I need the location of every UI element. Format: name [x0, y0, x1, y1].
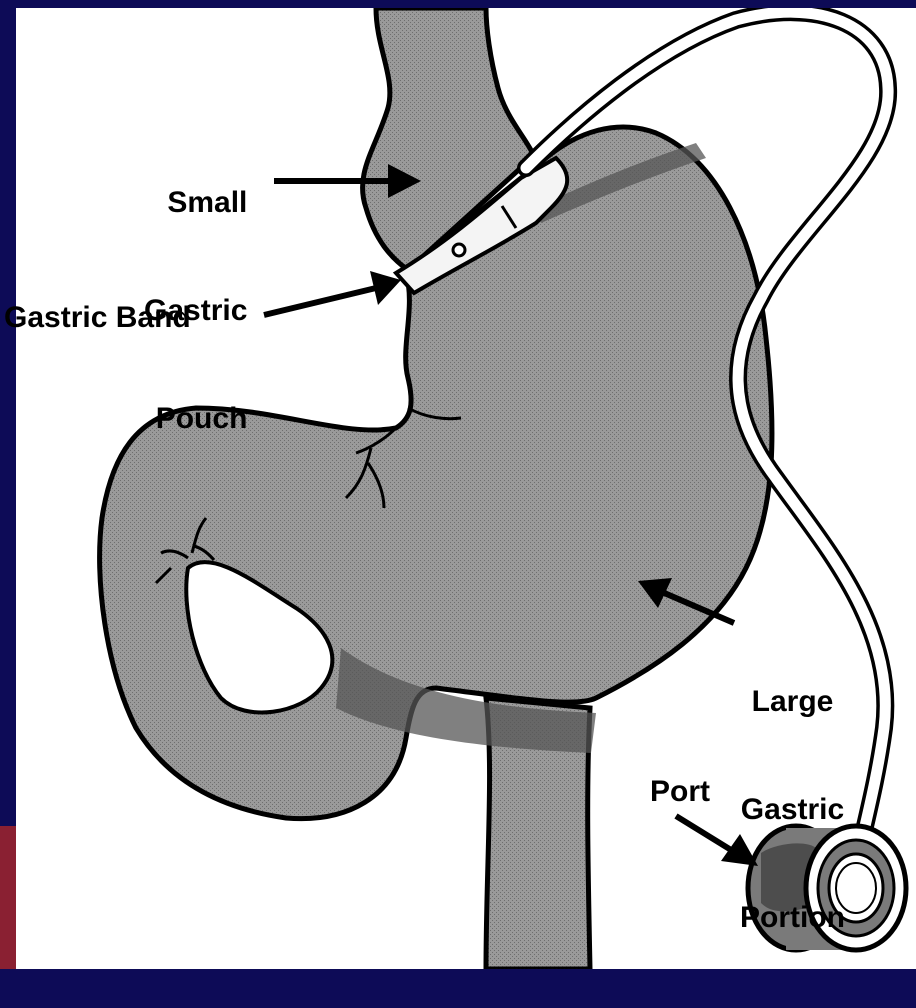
label-large-gastric-portion: Large Gastric Portion — [740, 612, 845, 1008]
illustration-canvas: Small Gastric Pouch Gastric Band Large G… — [16, 8, 916, 969]
label-small-gastric-pouch-line1: Small — [144, 185, 247, 221]
frame-top-border — [0, 0, 916, 8]
label-port: Port — [650, 774, 710, 810]
label-large-gastric-portion-line2: Gastric — [740, 792, 845, 828]
slide: Small Gastric Pouch Gastric Band Large G… — [0, 0, 916, 969]
label-large-gastric-portion-line1: Large — [740, 684, 845, 720]
frame-left-border — [0, 0, 16, 969]
gastric-band-buckle-hole — [453, 244, 465, 256]
frame-left-accent — [0, 826, 16, 969]
arrow-gastric-band — [264, 271, 401, 315]
label-large-gastric-portion-line3: Portion — [740, 900, 845, 936]
label-gastric-band: Gastric Band — [4, 300, 191, 336]
label-small-gastric-pouch-line3: Pouch — [144, 401, 247, 437]
